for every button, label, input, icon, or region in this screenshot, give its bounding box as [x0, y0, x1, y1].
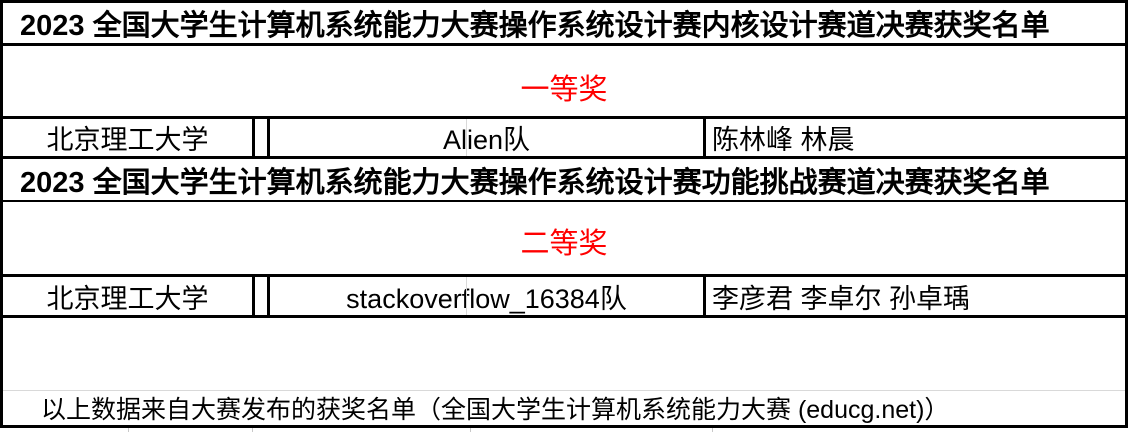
kernel-team-name: Alien队 — [442, 125, 531, 155]
gridline-stub — [252, 428, 253, 432]
kernel-institution-cell[interactable]: 北京理工大学 — [3, 119, 255, 156]
spacer-cell[interactable] — [255, 277, 270, 315]
kernel-winner-row: 北京理工大学 Alien队 陈林峰 林晨 — [3, 119, 1125, 159]
kernel-track-title: 2023 全国大学生计算机系统能力大赛操作系统设计赛内核设计赛道决赛获奖名单 — [20, 10, 1050, 42]
gridline-stub — [712, 428, 713, 432]
empty-band[interactable] — [3, 318, 1125, 390]
kernel-award-tier: 一等奖 — [520, 74, 608, 106]
challenge-award-tier: 二等奖 — [520, 228, 608, 260]
challenge-institution-cell[interactable]: 北京理工大学 — [3, 277, 255, 315]
kernel-institution: 北京理工大学 — [46, 125, 209, 155]
challenge-track-title-cell[interactable]: 2023 全国大学生计算机系统能力大赛操作系统设计赛功能挑战赛道决赛获奖名单 — [3, 159, 1125, 202]
data-source-note: 以上数据来自大赛发布的获奖名单（全国大学生计算机系统能力大赛 (educg.ne… — [41, 396, 950, 424]
gridline-stub — [470, 428, 471, 432]
challenge-award-tier-cell[interactable]: 二等奖 — [3, 202, 1125, 277]
gridline-stub — [128, 428, 129, 432]
kernel-award-tier-cell[interactable]: 一等奖 — [3, 46, 1125, 119]
kernel-members: 陈林峰 林晨 — [712, 125, 855, 155]
kernel-track-title-cell[interactable]: 2023 全国大学生计算机系统能力大赛操作系统设计赛内核设计赛道决赛获奖名单 — [3, 0, 1125, 46]
challenge-track-title: 2023 全国大学生计算机系统能力大赛操作系统设计赛功能挑战赛道决赛获奖名单 — [20, 166, 1050, 199]
challenge-winner-row: 北京理工大学 stackoverflow_16384队 李彦君 李卓尔 孙卓瑀 — [3, 277, 1125, 318]
challenge-team-name: stackoverflow_16384队 — [346, 283, 627, 314]
kernel-team-cell[interactable]: Alien队 — [270, 119, 706, 156]
data-source-note-cell[interactable]: 以上数据来自大赛发布的获奖名单（全国大学生计算机系统能力大赛 (educg.ne… — [3, 390, 1125, 428]
kernel-members-cell[interactable]: 陈林峰 林晨 — [706, 119, 1125, 156]
faint-gridline — [466, 119, 467, 156]
challenge-members-cell[interactable]: 李彦君 李卓尔 孙卓瑀 — [706, 277, 1125, 315]
challenge-team-cell[interactable]: stackoverflow_16384队 — [270, 277, 706, 315]
challenge-institution: 北京理工大学 — [46, 283, 209, 314]
faint-gridline — [466, 277, 467, 315]
challenge-members: 李彦君 李卓尔 孙卓瑀 — [712, 283, 971, 314]
spacer-cell[interactable] — [255, 119, 270, 156]
